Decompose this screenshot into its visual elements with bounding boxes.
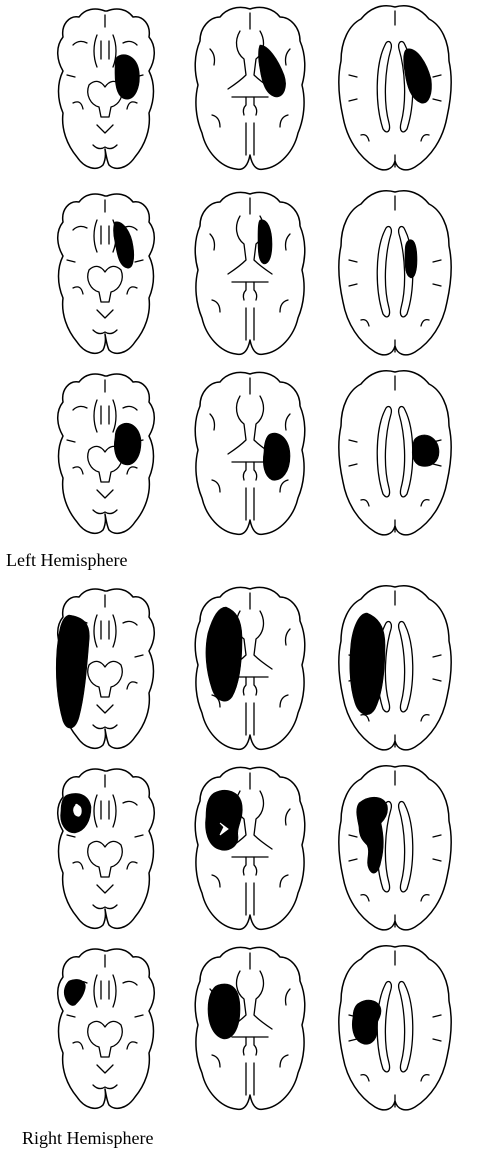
brain-slice-right-r2-c1 xyxy=(45,765,165,935)
brain-outline xyxy=(58,9,155,168)
brain-outline xyxy=(58,949,155,1108)
brain-slice-left-r3-c1 xyxy=(45,370,165,540)
lesion-region xyxy=(263,433,290,480)
brain-outline xyxy=(58,194,155,353)
brain-slice-left-r2-c2 xyxy=(190,190,310,360)
brain-slice-left-r3-c2 xyxy=(190,370,310,540)
brain-slice-right-r1-c3 xyxy=(335,585,455,755)
brain-slice-right-r2-c2 xyxy=(190,765,310,935)
left-hemisphere-caption: Left Hemisphere xyxy=(6,550,127,571)
brain-slice-left-r1-c1 xyxy=(45,5,165,175)
brain-outline xyxy=(58,769,155,928)
brain-outline xyxy=(195,7,305,169)
right-hemisphere-caption: Right Hemisphere xyxy=(22,1128,153,1149)
lesion-region xyxy=(208,984,240,1039)
brain-slice-right-r3-c2 xyxy=(190,945,310,1115)
brain-slice-left-r1-c2 xyxy=(190,5,310,175)
brain-outline xyxy=(58,374,155,533)
brain-outline xyxy=(339,191,451,355)
brain-slice-right-r1-c1 xyxy=(45,585,165,755)
brain-slice-left-r1-c3 xyxy=(335,5,455,175)
lesion-region xyxy=(405,240,417,278)
brain-slice-right-r3-c1 xyxy=(45,945,165,1115)
brain-outline xyxy=(339,6,451,170)
brain-slice-right-r1-c2 xyxy=(190,585,310,755)
lesion-region xyxy=(206,790,243,850)
brain-outline xyxy=(339,766,451,930)
brain-slice-left-r2-c1 xyxy=(45,190,165,360)
brain-outline xyxy=(195,767,305,929)
lesion-region xyxy=(114,423,141,465)
lesion-region xyxy=(115,55,139,100)
brain-slice-right-r3-c3 xyxy=(335,945,455,1115)
brain-slice-right-r2-c3 xyxy=(335,765,455,935)
brain-outline xyxy=(195,192,305,354)
brain-slice-left-r2-c3 xyxy=(335,190,455,360)
brain-slice-left-r3-c3 xyxy=(335,370,455,540)
